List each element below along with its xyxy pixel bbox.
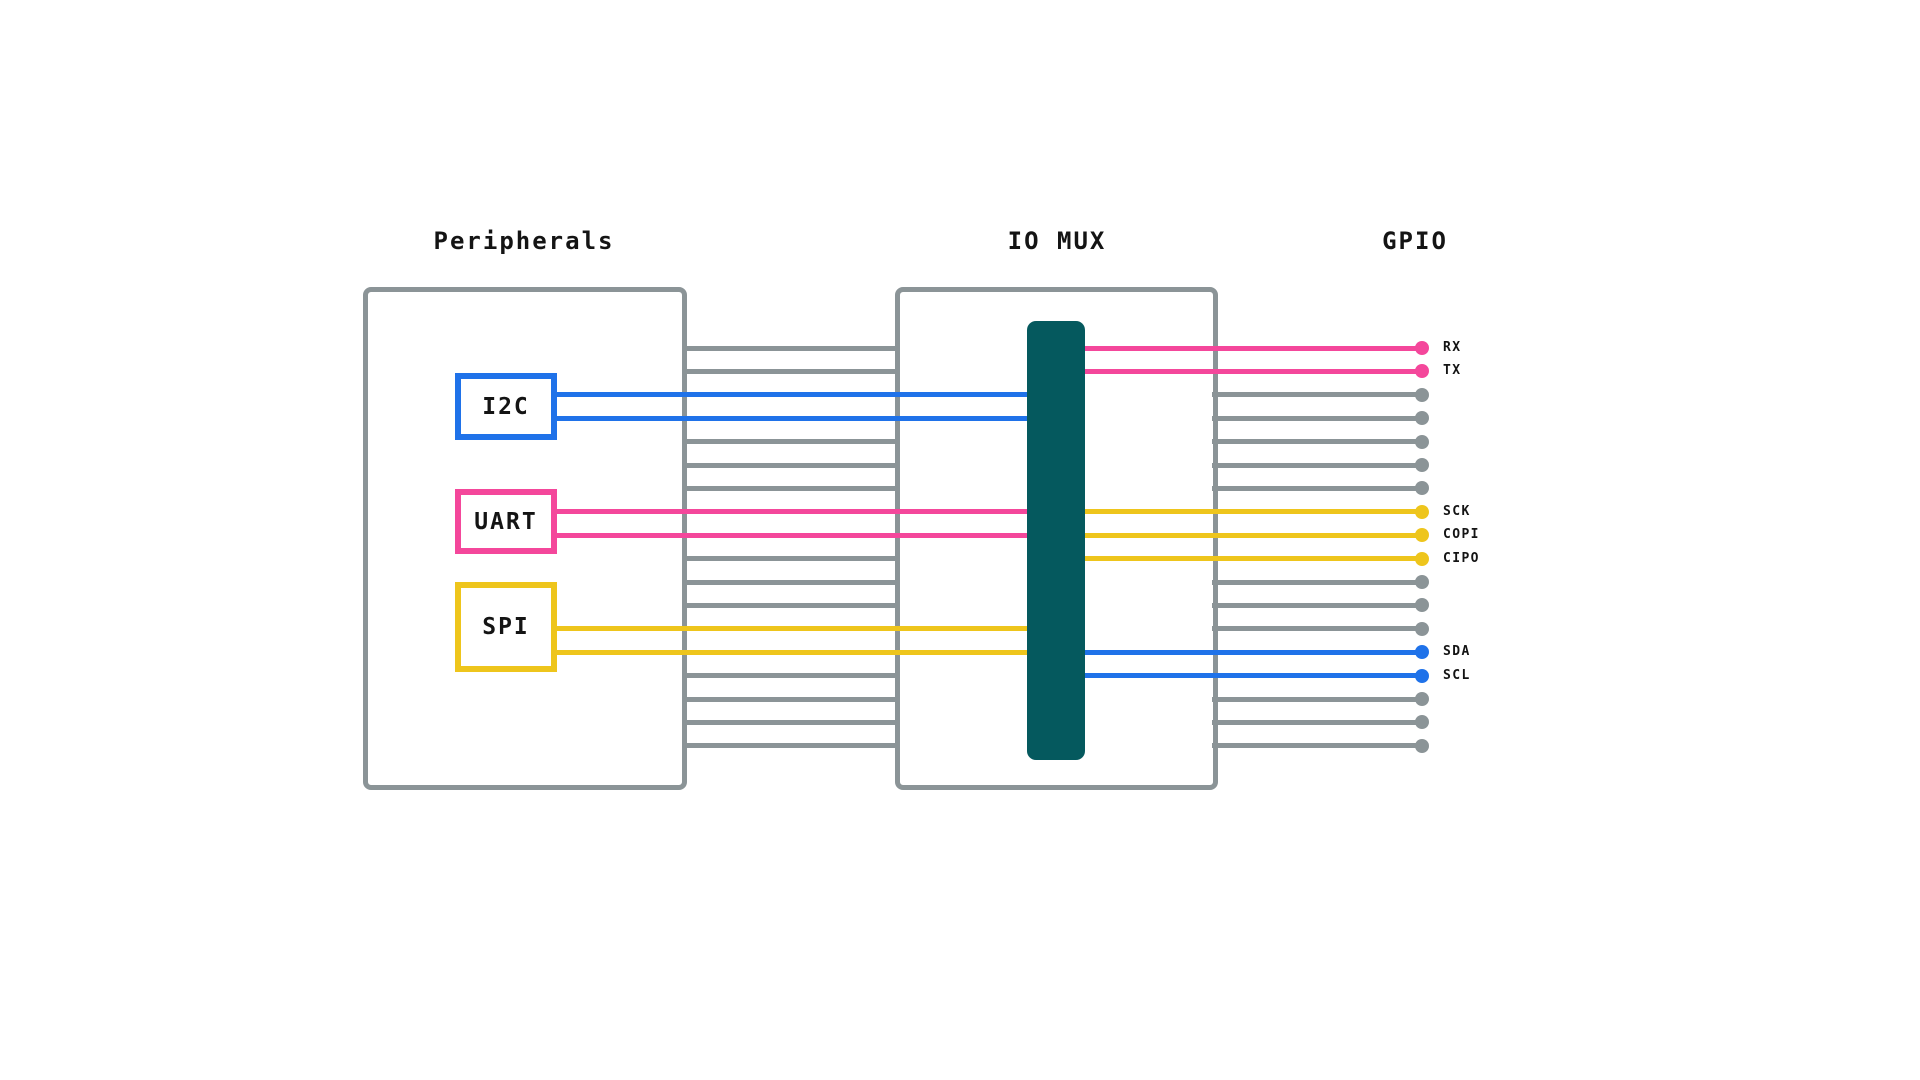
gpio-dot-sda — [1415, 645, 1429, 659]
bus-line-left-12-yellow — [556, 626, 1030, 631]
bus-line-left-10-gray — [684, 580, 897, 585]
bus-line-right-5-gray — [1212, 463, 1422, 468]
bus-line-left-3-blue — [556, 416, 1030, 421]
peripherals-title: Peripherals — [433, 227, 615, 255]
gpio-dot-12 — [1415, 622, 1429, 636]
bus-line-right-13-blue — [1082, 650, 1422, 655]
bus-line-right-4-gray — [1212, 439, 1422, 444]
bus-line-left-13-yellow — [556, 650, 1030, 655]
gpio-dot-10 — [1415, 575, 1429, 589]
io-mux-title: IO MUX — [1007, 227, 1107, 255]
gpio-dot-5 — [1415, 458, 1429, 472]
peripheral-block-label: UART — [474, 508, 538, 535]
bus-line-right-8-yellow — [1082, 533, 1422, 538]
bus-line-left-8-pink — [556, 533, 1030, 538]
gpio-dot-sck — [1415, 505, 1429, 519]
bus-line-left-5-gray — [684, 463, 897, 468]
peripheral-block-spi: SPI — [455, 582, 557, 672]
bus-line-left-11-gray — [684, 603, 897, 608]
bus-line-left-1-gray — [684, 369, 897, 374]
gpio-pin-label-tx: TX — [1443, 363, 1462, 378]
peripheral-block-uart: UART — [455, 489, 557, 554]
peripheral-block-label: SPI — [482, 614, 530, 640]
bus-line-left-17-gray — [684, 743, 897, 748]
gpio-dot-15 — [1415, 692, 1429, 706]
bus-line-right-3-gray — [1212, 416, 1422, 421]
gpio-dot-cipo — [1415, 552, 1429, 566]
bus-line-left-0-gray — [684, 346, 897, 351]
gpio-pin-label-cipo: CIPO — [1443, 551, 1480, 566]
bus-line-left-2-blue — [556, 392, 1030, 397]
gpio-dot-6 — [1415, 481, 1429, 495]
gpio-dot-16 — [1415, 715, 1429, 729]
bus-line-left-14-gray — [684, 673, 897, 678]
io-mux-box — [895, 287, 1218, 790]
gpio-dot-4 — [1415, 435, 1429, 449]
bus-line-left-4-gray — [684, 439, 897, 444]
mux-core-bar — [1027, 321, 1085, 760]
gpio-pin-label-copi: COPI — [1443, 527, 1480, 542]
bus-line-left-15-gray — [684, 697, 897, 702]
peripherals-box — [363, 287, 687, 790]
peripheral-block-label: I2C — [482, 393, 530, 420]
bus-line-right-0-pink — [1082, 346, 1422, 351]
gpio-dot-tx — [1415, 364, 1429, 378]
gpio-dot-17 — [1415, 739, 1429, 753]
bus-line-right-16-gray — [1212, 720, 1422, 725]
bus-line-right-9-yellow — [1082, 556, 1422, 561]
bus-line-right-2-gray — [1212, 392, 1422, 397]
bus-line-right-1-pink — [1082, 369, 1422, 374]
gpio-pin-label-sda: SDA — [1443, 644, 1471, 659]
gpio-dot-2 — [1415, 388, 1429, 402]
bus-line-right-17-gray — [1212, 743, 1422, 748]
bus-line-left-9-gray — [684, 556, 897, 561]
bus-line-right-15-gray — [1212, 697, 1422, 702]
bus-line-left-7-pink — [556, 509, 1030, 514]
gpio-dot-11 — [1415, 598, 1429, 612]
bus-line-right-11-gray — [1212, 603, 1422, 608]
gpio-title: GPIO — [1382, 227, 1448, 255]
peripheral-block-i2c: I2C — [455, 373, 557, 440]
bus-line-right-12-gray — [1212, 626, 1422, 631]
bus-line-right-6-gray — [1212, 486, 1422, 491]
gpio-pin-label-scl: SCL — [1443, 668, 1471, 683]
bus-line-left-16-gray — [684, 720, 897, 725]
gpio-dot-rx — [1415, 341, 1429, 355]
bus-line-right-14-blue — [1082, 673, 1422, 678]
gpio-dot-3 — [1415, 411, 1429, 425]
gpio-pin-label-rx: RX — [1443, 340, 1462, 355]
bus-line-right-10-gray — [1212, 580, 1422, 585]
bus-line-right-7-yellow — [1082, 509, 1422, 514]
gpio-pin-label-sck: SCK — [1443, 504, 1471, 519]
bus-line-left-6-gray — [684, 486, 897, 491]
gpio-dot-copi — [1415, 528, 1429, 542]
gpio-dot-scl — [1415, 669, 1429, 683]
